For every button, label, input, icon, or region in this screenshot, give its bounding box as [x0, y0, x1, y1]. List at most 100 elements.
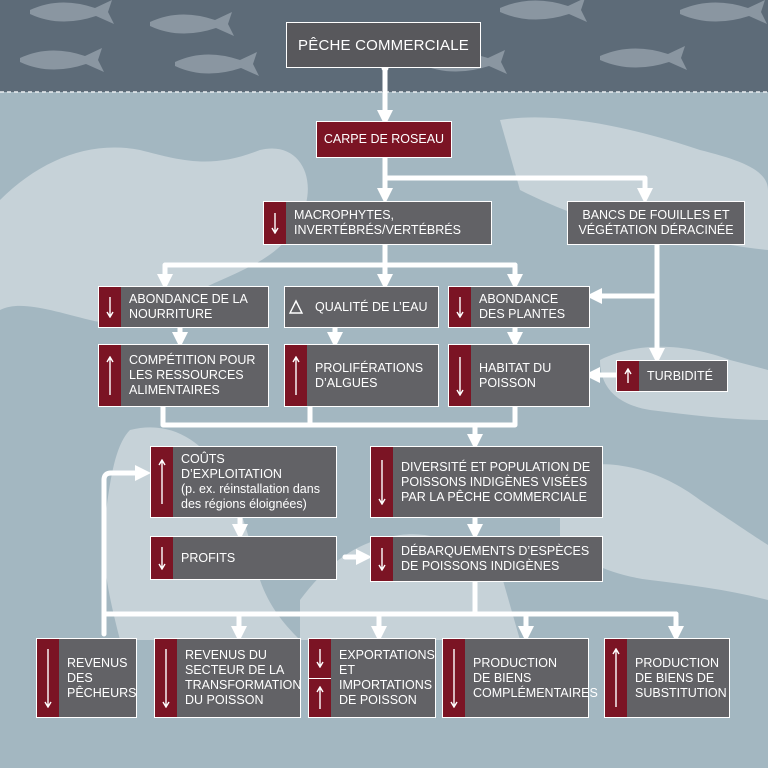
fish-icon [680, 0, 767, 24]
node-label: TURBIDITÉ [647, 368, 713, 383]
node-label-line: PÊCHEURS [67, 685, 137, 700]
node-label-line: ABONDANCE [479, 292, 559, 306]
node-label-line: POISSON [479, 375, 536, 390]
node-label-line: COMPLÉMENTAIRES [473, 685, 598, 700]
node-label-line: PROLIFÉRATIONS [315, 360, 424, 375]
node-label-line: (p. ex. réinstallation dans [181, 482, 320, 496]
fish-icon [20, 48, 104, 72]
node-label-line: POISSONS INDIGÈNES VISÉES [401, 474, 588, 489]
node-label-line: SUBSTITUTION [635, 685, 727, 700]
trade-indicator [309, 639, 331, 717]
node-label-line: DES [67, 670, 93, 685]
node-label-line: D’ALGUES [315, 375, 378, 390]
edge-spawning-plants [585, 242, 660, 305]
node-profits: PROFITS [150, 536, 337, 580]
node-label-line: VÉGÉTATION DÉRACINÉE [578, 223, 734, 237]
decrease-arrow-icon [443, 639, 465, 717]
fish-icon [30, 0, 114, 24]
increase-arrow-icon [309, 677, 331, 717]
node-label-line: REVENUS DU [185, 648, 267, 662]
node-label-line: REVENUS [67, 655, 128, 670]
node-water-quality: QUALITÉ DE L’EAU [284, 286, 439, 328]
fish-silhouettes [20, 0, 767, 76]
edge-carp-spawning-beds [382, 175, 654, 205]
edge-effects-diversity [160, 404, 518, 442]
increase-arrow-icon [605, 639, 627, 717]
node-label-line: EXPORTATIONS [339, 648, 435, 662]
decrease-arrow-icon [264, 202, 286, 244]
node-label-line: DU POISSON [185, 693, 264, 707]
increase-arrow-icon [285, 345, 307, 406]
node-operating-costs: COÛTS D’EXPLOITATION(p. ex. réinstallati… [150, 446, 337, 518]
edge-macrophytes-food [165, 242, 518, 282]
decrease-arrow-icon [99, 287, 121, 327]
node-label-line: DE POISSON [339, 693, 417, 707]
node-label-line: SECTEUR DE LA [185, 663, 285, 677]
node-label-line: DE BIENS DE [635, 670, 715, 685]
node-label-line: BANCS DE FOUILLES ET [582, 208, 730, 222]
node-label-line: IMPORTATIONS [339, 678, 433, 692]
decrease-arrow-icon [371, 447, 393, 517]
node-label-line: ABONDANCE DE LA [129, 292, 248, 306]
node-label-line: ET [339, 663, 355, 677]
fish-icon [600, 46, 687, 70]
decrease-arrow-icon [151, 537, 173, 579]
decrease-arrow-icon [309, 639, 331, 678]
node-label: PÊCHE COMMERCIALE [298, 36, 469, 54]
node-label-line: PRODUCTION [635, 655, 720, 670]
node-label: QUALITÉ DE L’EAU [315, 299, 428, 314]
node-label-line: PRODUCTION [473, 655, 558, 670]
increase-arrow-icon [99, 345, 121, 406]
node-label-line: LES RESSOURCES [129, 368, 244, 382]
node-label: PROFITS [181, 550, 236, 565]
edge-fisher-income-costs [101, 464, 152, 637]
increase-arrow-icon [151, 447, 173, 517]
fish-icon [175, 52, 259, 76]
edge-landings-outputs [101, 579, 679, 617]
node-label-line: HABITAT DU [479, 360, 552, 375]
node-label-line: des régions éloignées) [181, 497, 307, 511]
fish-icon [150, 12, 234, 36]
decrease-arrow-icon [449, 345, 471, 406]
node-label-line: DIVERSITÉ ET POPULATION DE [401, 459, 591, 474]
decrease-arrow-icon [449, 287, 471, 327]
node-label-line: INVERTÉBRÉS/VERTÉBRÉS [294, 223, 461, 237]
increase-arrow-icon [617, 361, 639, 391]
node-label-line: NOURRITURE [129, 307, 213, 321]
node-label-line: PAR LA PÊCHE COMMERCIALE [401, 489, 587, 504]
node-macrophytes: MACROPHYTES,INVERTÉBRÉS/VERTÉBRÉS [263, 201, 492, 245]
node-label-line: DE BIENS [473, 670, 532, 685]
decrease-arrow-icon [155, 639, 177, 717]
node-label-line: COÛTS D’EXPLOITATION [181, 452, 282, 481]
node-label-line: DES PLANTES [479, 307, 566, 321]
decrease-arrow-icon [371, 537, 393, 581]
fish-icon [500, 0, 587, 22]
node-label-line: MACROPHYTES, [294, 208, 395, 222]
decrease-arrow-icon [37, 639, 59, 717]
node-label-line: DÉBARQUEMENTS D’ESPÈCES [401, 544, 590, 558]
node-commercial-fishing: PÊCHE COMMERCIALE [286, 22, 481, 68]
change-delta-icon [285, 287, 307, 327]
node-reed-carp: CARPE DE ROSEAU [316, 121, 452, 158]
node-label: CARPE DE ROSEAU [323, 132, 445, 146]
node-turbidity: TURBIDITÉ [616, 360, 728, 392]
node-label-line: ALIMENTAIRES [129, 383, 220, 397]
node-label-line: TRANSFORMATION [185, 678, 302, 692]
node-label-line: COMPÉTITION POUR [129, 353, 256, 367]
node-label-line: DE POISSONS INDIGÈNES [401, 559, 560, 573]
